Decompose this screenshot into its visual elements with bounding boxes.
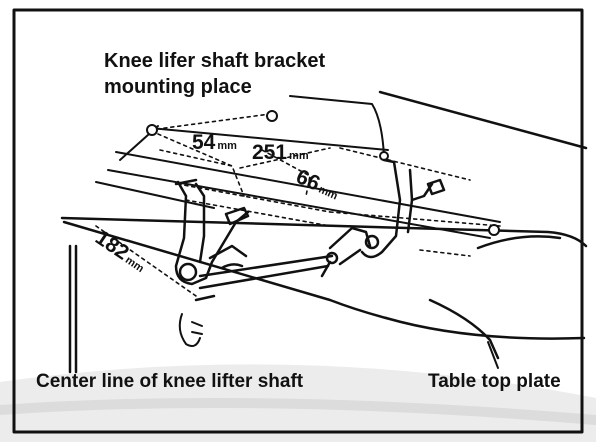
frame: [12, 8, 584, 434]
dimension-unit: mm: [289, 150, 309, 162]
dimension-unit: mm: [217, 140, 237, 152]
table-top-plate: [60, 90, 588, 374]
table-top-label: Table top plate: [428, 371, 561, 392]
bracket-title-line-1: Knee lifer shaft bracket: [104, 50, 326, 72]
dimension-lines: [95, 113, 501, 297]
mounting-holes: [146, 110, 500, 236]
hardware-details: [178, 313, 203, 347]
leader-lines: [289, 95, 499, 369]
dimension-value: 251: [252, 141, 288, 164]
center-line-label: Center line of knee lifter shaft: [36, 371, 304, 392]
shade-band-2: [0, 397, 596, 425]
knee-lifter-shaft: [198, 254, 334, 290]
bracket-title-line-2: mounting place: [104, 76, 252, 98]
dimension-value: 54: [192, 131, 216, 154]
right-bracket: [320, 158, 446, 278]
